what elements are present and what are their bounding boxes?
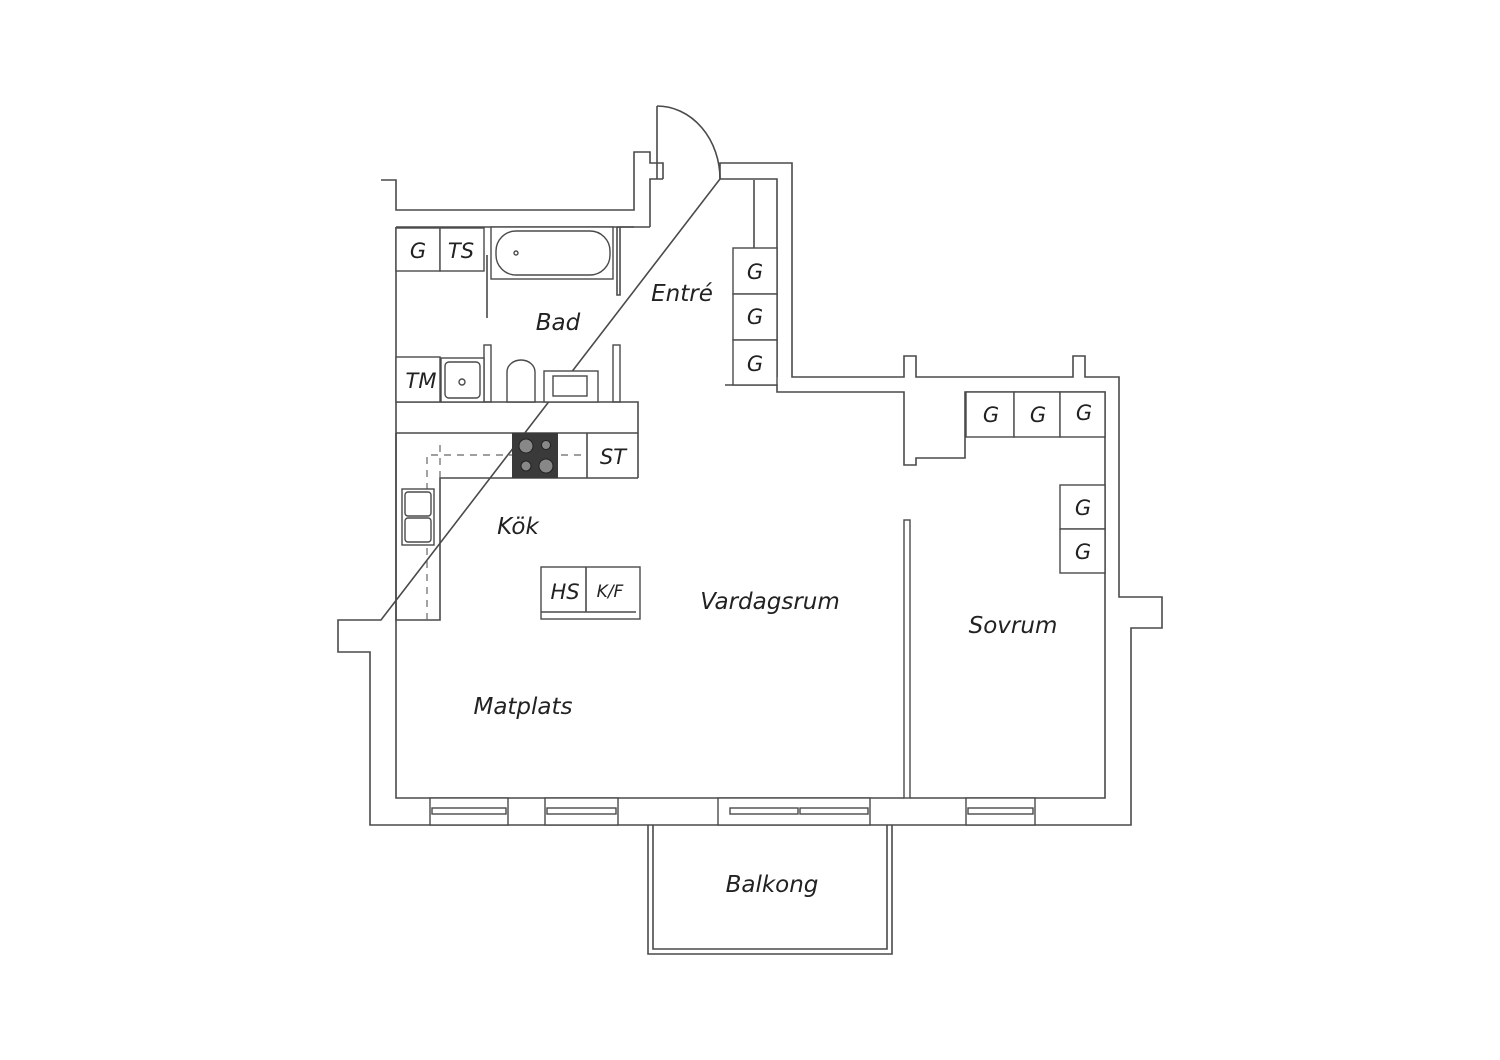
- room-vardagsrum: Vardagsrum: [700, 589, 840, 615]
- label-g: G: [1075, 496, 1091, 520]
- wardrobe-sovrum-3: [1059, 391, 1106, 438]
- entrance-door[interactable]: [656, 105, 721, 180]
- label-g: G: [410, 239, 426, 263]
- stove-burners: [518, 438, 554, 474]
- label-g: G: [747, 352, 763, 376]
- wardrobe-sovrum-2: [1013, 391, 1061, 438]
- windows: [429, 797, 1036, 826]
- label-ts: TS: [448, 239, 474, 263]
- label-g: G: [1030, 403, 1046, 427]
- balcony: [647, 825, 893, 955]
- label-g: G: [1075, 540, 1091, 564]
- label-g: G: [1076, 401, 1092, 425]
- room-sovrum: Sovrum: [969, 613, 1058, 639]
- room-kok: Kök: [497, 514, 540, 540]
- toilet: [506, 359, 536, 403]
- wardrobe-entre-2: [732, 293, 778, 341]
- label-hs: HS: [550, 580, 579, 604]
- island: [540, 566, 641, 620]
- room-balkong: Balkong: [726, 872, 819, 898]
- bath-top-wall-right: [616, 226, 650, 296]
- sink-basin-2: [404, 517, 432, 543]
- wardrobe-entre-1: [732, 247, 778, 295]
- wardrobe-sovrum-5: [1059, 528, 1106, 574]
- label-kf: K/F: [597, 582, 624, 602]
- counter-dashed-line: [426, 445, 587, 620]
- bath-partition-left: [483, 344, 492, 403]
- wardrobe-sovrum-1: [965, 391, 1015, 438]
- label-st: ST: [600, 445, 628, 469]
- room-bad: Bad: [536, 310, 581, 336]
- label-g: G: [747, 260, 763, 284]
- sink-basin-1: [404, 491, 432, 517]
- room-matplats: Matplats: [473, 694, 572, 720]
- bath-partition-right: [612, 344, 621, 403]
- wardrobe-sovrum-4: [1059, 484, 1106, 530]
- utility-sink-drain: [458, 378, 466, 386]
- kitchen-counter: [395, 433, 638, 621]
- cabinet-ts: [439, 227, 485, 272]
- bedroom-partition-wall: [903, 519, 911, 799]
- label-tm: TM: [406, 369, 437, 393]
- outer-wall: [337, 151, 1163, 826]
- label-g: G: [983, 403, 999, 427]
- washbasin-bowl: [552, 375, 588, 397]
- room-entre: Entré: [651, 281, 713, 307]
- wardrobe-entre-3: [732, 339, 778, 386]
- cabinet-tm: [395, 356, 441, 403]
- label-g: G: [747, 305, 763, 329]
- bathtub: [495, 230, 611, 276]
- bathtub-drain: [513, 250, 519, 256]
